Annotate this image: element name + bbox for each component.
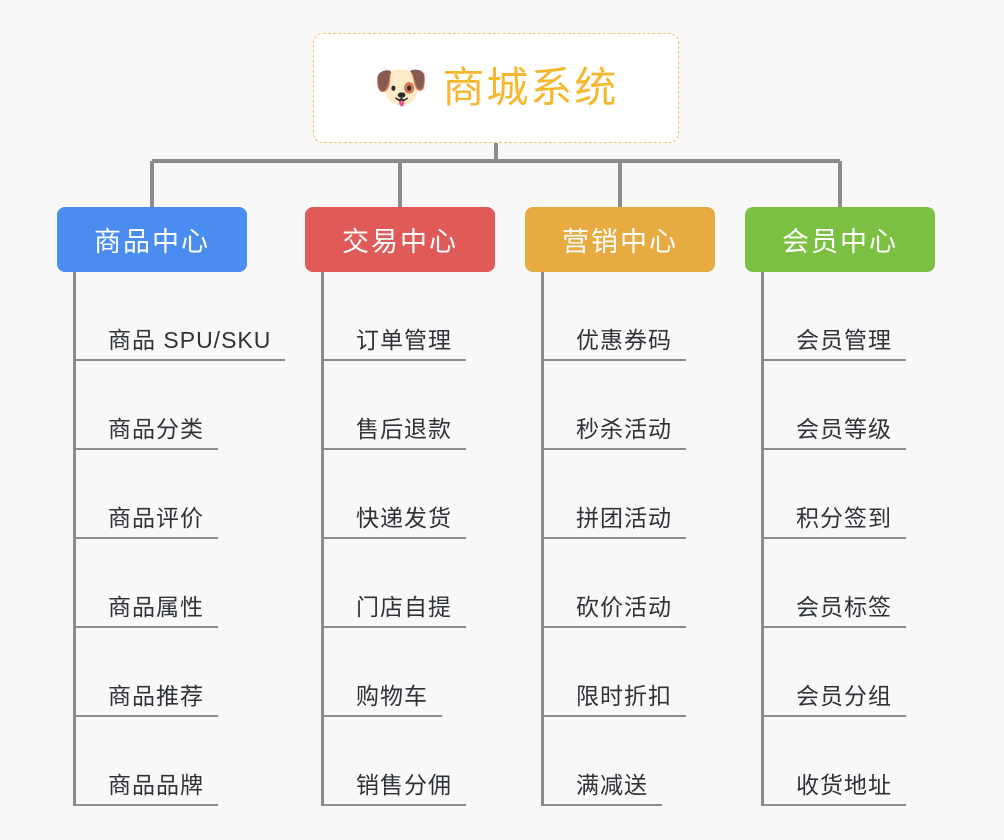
branch-header-member-center[interactable]: 会员中心 <box>745 207 935 272</box>
leaf-label: 销售分佣 <box>324 766 466 806</box>
leaf-item[interactable]: 门店自提 <box>324 539 495 628</box>
branch-marketing-center: 营销中心 优惠券码 秒杀活动 拼团活动 砍价活动 限时折扣 满减送 <box>525 207 715 806</box>
leaf-label: 售后退款 <box>324 410 466 450</box>
leaf-label: 优惠券码 <box>544 321 686 361</box>
leaf-item[interactable]: 购物车 <box>324 628 495 717</box>
branch-label: 交易中心 <box>342 227 458 257</box>
leaf-label: 商品 SPU/SKU <box>76 321 286 361</box>
leaf-label: 限时折扣 <box>544 677 686 717</box>
leaf-label: 会员标签 <box>764 588 906 628</box>
leaf-item[interactable]: 商品 SPU/SKU <box>76 272 286 361</box>
leaf-item[interactable]: 秒杀活动 <box>544 361 715 450</box>
leaf-item[interactable]: 收货地址 <box>764 717 935 806</box>
leaf-label: 商品评价 <box>76 499 218 539</box>
leaf-label: 砍价活动 <box>544 588 686 628</box>
leaf-item[interactable]: 商品属性 <box>76 539 247 628</box>
branch-header-trade-center[interactable]: 交易中心 <box>305 207 495 272</box>
leaf-item[interactable]: 售后退款 <box>324 361 495 450</box>
leaf-label: 门店自提 <box>324 588 466 628</box>
leaf-label: 快递发货 <box>324 499 466 539</box>
leaf-label: 会员分组 <box>764 677 906 717</box>
leaf-label: 商品属性 <box>76 588 218 628</box>
leaf-label: 会员管理 <box>764 321 906 361</box>
leaf-item[interactable]: 会员管理 <box>764 272 935 361</box>
leaf-item[interactable]: 满减送 <box>544 717 715 806</box>
branch-header-product-center[interactable]: 商品中心 <box>57 207 247 272</box>
branch-label: 会员中心 <box>782 227 898 257</box>
leaf-label: 满减送 <box>544 766 662 806</box>
leaf-label: 积分签到 <box>764 499 906 539</box>
leaf-item[interactable]: 商品分类 <box>76 361 247 450</box>
leaf-list-member-center: 会员管理 会员等级 积分签到 会员标签 会员分组 收货地址 <box>761 272 935 806</box>
branch-trade-center: 交易中心 订单管理 售后退款 快递发货 门店自提 购物车 销售分佣 <box>305 207 495 806</box>
leaf-label: 商品分类 <box>76 410 218 450</box>
shiba-dog-face-emoji: 🐶 <box>373 63 429 112</box>
branch-product-center: 商品中心 商品 SPU/SKU 商品分类 商品评价 商品属性 商品推荐 商品品牌 <box>57 207 286 806</box>
leaf-item[interactable]: 会员标签 <box>764 539 935 628</box>
root-node[interactable]: 🐶 商城系统 <box>313 33 679 143</box>
leaf-list-trade-center: 订单管理 售后退款 快递发货 门店自提 购物车 销售分佣 <box>321 272 495 806</box>
leaf-item[interactable]: 商品品牌 <box>76 717 247 806</box>
leaf-item[interactable]: 商品评价 <box>76 450 247 539</box>
leaf-item[interactable]: 会员分组 <box>764 628 935 717</box>
leaf-list-product-center: 商品 SPU/SKU 商品分类 商品评价 商品属性 商品推荐 商品品牌 <box>73 272 286 806</box>
leaf-item[interactable]: 限时折扣 <box>544 628 715 717</box>
leaf-item[interactable]: 砍价活动 <box>544 539 715 628</box>
leaf-label: 订单管理 <box>324 321 466 361</box>
leaf-label: 拼团活动 <box>544 499 686 539</box>
leaf-list-marketing-center: 优惠券码 秒杀活动 拼团活动 砍价活动 限时折扣 满减送 <box>541 272 715 806</box>
leaf-item[interactable]: 销售分佣 <box>324 717 495 806</box>
leaf-item[interactable]: 积分签到 <box>764 450 935 539</box>
leaf-label: 商品品牌 <box>76 766 218 806</box>
leaf-label: 商品推荐 <box>76 677 218 717</box>
leaf-item[interactable]: 订单管理 <box>324 272 495 361</box>
branch-header-marketing-center[interactable]: 营销中心 <box>525 207 715 272</box>
leaf-item[interactable]: 商品推荐 <box>76 628 247 717</box>
branch-label: 营销中心 <box>562 227 678 257</box>
leaf-label: 购物车 <box>324 677 442 717</box>
leaf-label: 收货地址 <box>764 766 906 806</box>
leaf-item[interactable]: 会员等级 <box>764 361 935 450</box>
branch-member-center: 会员中心 会员管理 会员等级 积分签到 会员标签 会员分组 收货地址 <box>745 207 935 806</box>
leaf-label: 会员等级 <box>764 410 906 450</box>
leaf-item[interactable]: 优惠券码 <box>544 272 715 361</box>
leaf-label: 秒杀活动 <box>544 410 686 450</box>
root-title: 商城系统 <box>442 64 619 111</box>
leaf-item[interactable]: 快递发货 <box>324 450 495 539</box>
leaf-item[interactable]: 拼团活动 <box>544 450 715 539</box>
branch-label: 商品中心 <box>94 227 210 257</box>
